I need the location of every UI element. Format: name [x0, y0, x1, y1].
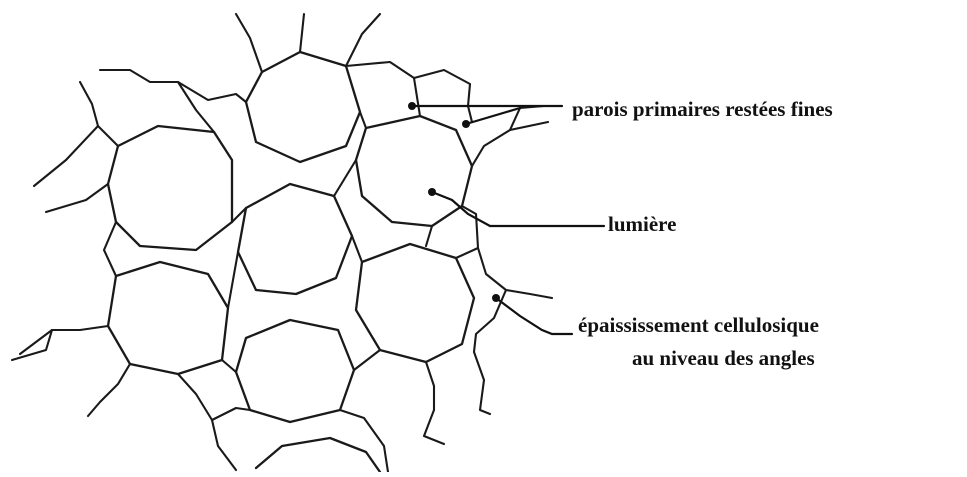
cell-upper-left [108, 126, 232, 250]
cell-center [238, 184, 352, 294]
leader-lines [408, 102, 604, 334]
cell-upper-right [356, 116, 472, 226]
cell-bottom-partial [256, 438, 380, 472]
cell-lower-right [356, 244, 474, 362]
cell-lower-left [108, 262, 228, 374]
outer-walls [12, 14, 552, 472]
cell-bottom-center [236, 320, 354, 422]
label-primary-walls: parois primaires restées fines [572, 99, 833, 120]
leader-thickening [496, 298, 572, 334]
label-thickening-line2: au niveau des angles [632, 348, 815, 369]
label-lumen: lumière [608, 214, 676, 235]
label-thickening-line1: épaississement cellulosique [578, 315, 819, 336]
cell-top-center [246, 52, 360, 162]
